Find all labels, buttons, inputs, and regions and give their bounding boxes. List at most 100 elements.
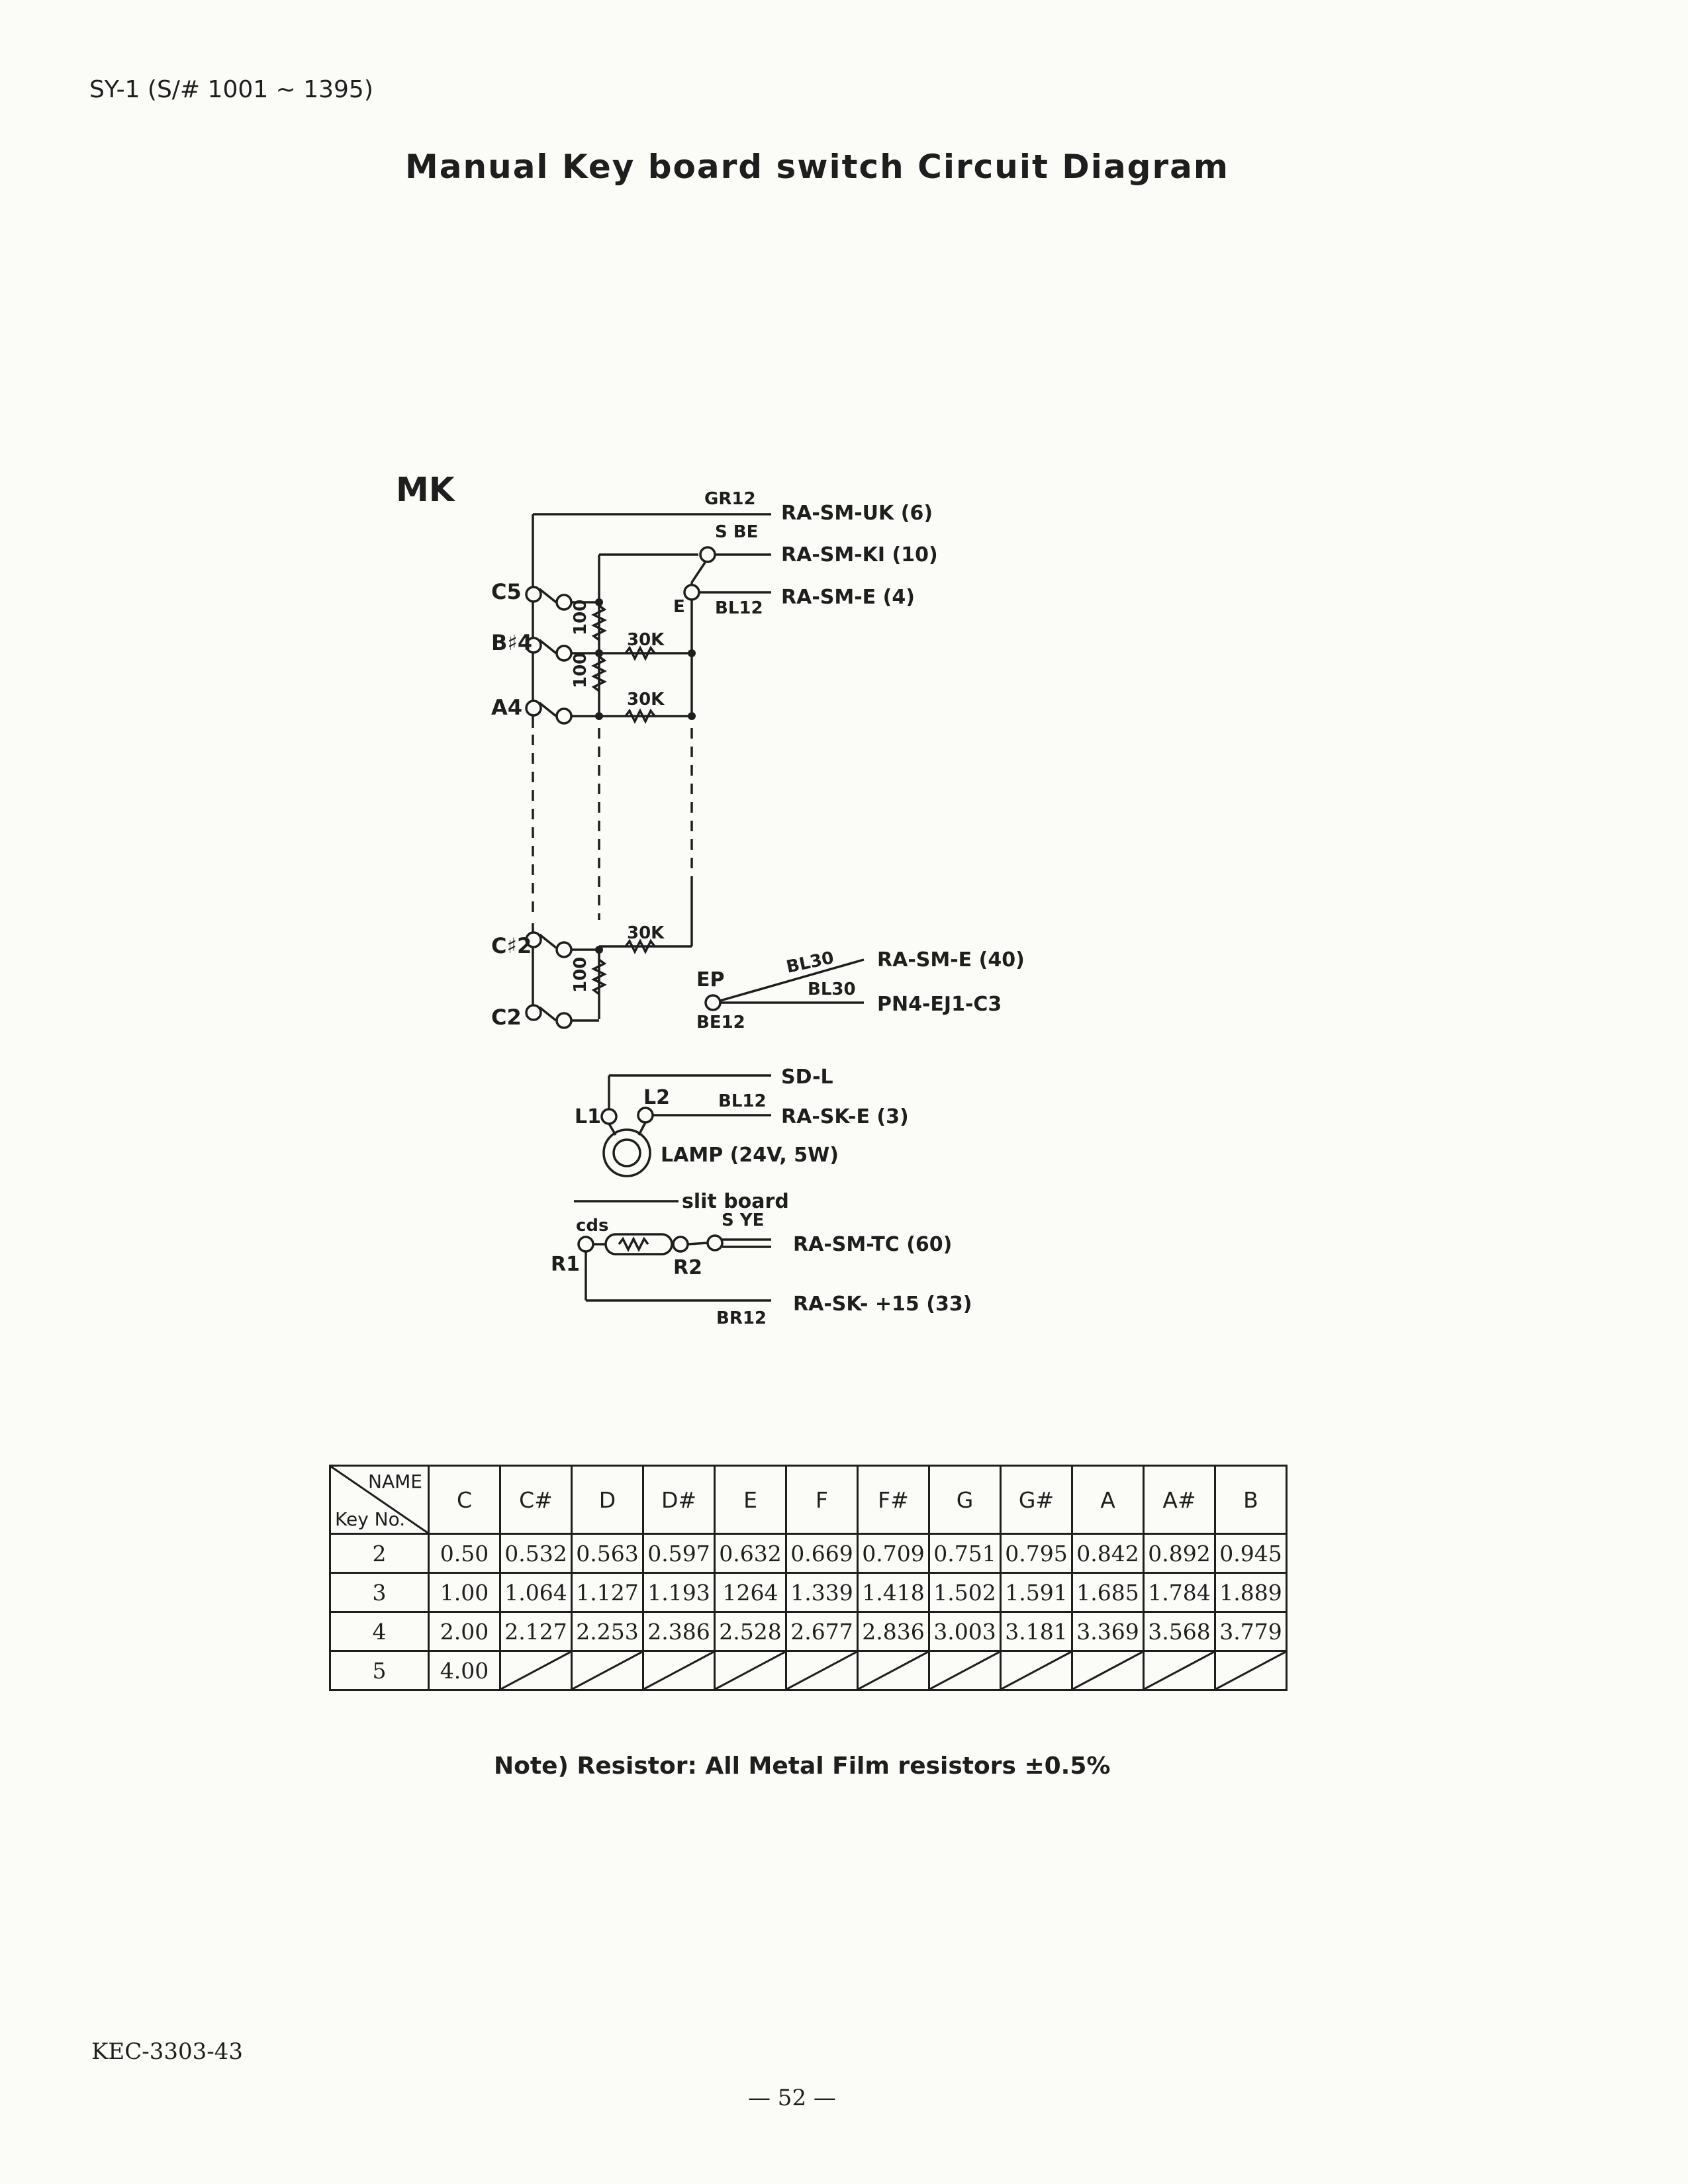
resistor-note: Note) Resistor: All Metal Film resistors… <box>494 1752 1110 1780</box>
key-number-cell: 3 <box>329 1572 430 1613</box>
slash-mark <box>1002 1652 1071 1689</box>
slash-mark <box>1216 1652 1286 1689</box>
bl30-wire-a <box>720 958 865 1002</box>
value-cell: 0.795 <box>1000 1533 1073 1574</box>
resistor-30k-1 <box>624 645 656 661</box>
empty-cell <box>928 1650 1002 1691</box>
slit-board-label: slit board <box>682 1190 789 1213</box>
empty-cell <box>642 1650 716 1691</box>
value-cell: 1.339 <box>785 1572 859 1613</box>
value-cell: 3.779 <box>1214 1611 1288 1652</box>
resistor-30k-label-2: 30K <box>627 690 665 709</box>
resistor-100-label-2: 100 <box>571 653 590 688</box>
e-label: E <box>673 597 685 617</box>
c5-contact <box>525 586 542 603</box>
key-c2-label: C2 <box>491 1005 522 1030</box>
value-cell: 0.632 <box>714 1533 787 1574</box>
slash-mark <box>1145 1652 1214 1689</box>
slash-mark <box>787 1652 857 1689</box>
value-cell: 0.751 <box>928 1533 1002 1574</box>
c2-switch <box>538 1006 557 1022</box>
value-cell: 1.127 <box>571 1572 644 1613</box>
slash-mark <box>501 1652 571 1689</box>
resistor-100-2 <box>591 655 607 692</box>
r2-terminal <box>672 1236 689 1253</box>
sbe-label: S BE <box>715 522 758 542</box>
value-cell: 1.784 <box>1143 1572 1216 1613</box>
key-b4-label: B♯4 <box>491 630 532 655</box>
b4-node-right <box>688 649 696 657</box>
value-cell: 1.502 <box>928 1572 1002 1613</box>
a4-node <box>595 712 603 720</box>
key-number-cell: 4 <box>329 1611 430 1652</box>
e-terminal <box>683 584 700 601</box>
column-header: B <box>1214 1465 1288 1535</box>
slash-mark <box>859 1652 928 1689</box>
a4-contact-b <box>555 707 573 725</box>
column-header: G# <box>1000 1465 1073 1535</box>
empty-cell <box>1143 1650 1216 1691</box>
lamp-icon <box>602 1128 651 1177</box>
column-header: E <box>714 1465 787 1535</box>
value-cell: 2.253 <box>571 1611 644 1652</box>
cds-label: cds <box>576 1216 609 1236</box>
corner-diagonal <box>331 1467 428 1533</box>
value-cell: 0.842 <box>1071 1533 1145 1574</box>
resistor-30k-label-3: 30K <box>627 923 665 943</box>
lamp-label: LAMP (24V, 5W) <box>661 1144 839 1167</box>
value-cell: 1.193 <box>642 1572 716 1613</box>
l2-terminal <box>637 1107 654 1124</box>
b4-switch <box>538 639 557 655</box>
resistor-100-label-3: 100 <box>571 957 590 993</box>
mk-label: MK <box>396 471 456 509</box>
bl12-label: BL12 <box>715 598 763 618</box>
c5-switch <box>538 588 557 604</box>
cds-icon <box>604 1233 673 1255</box>
value-cell: 0.50 <box>428 1533 501 1574</box>
resistor-30k-label-1: 30K <box>627 630 665 650</box>
empty-cell <box>499 1650 573 1691</box>
b4-contact <box>525 637 542 654</box>
model-reference: SY-1 (S/# 1001 ~ 1395) <box>89 76 373 103</box>
value-cell: 0.892 <box>1143 1533 1216 1574</box>
pn4-label: PN4-EJ1-C3 <box>877 993 1002 1016</box>
lamp-bl12-label: BL12 <box>718 1091 767 1111</box>
value-cell: 4.00 <box>428 1650 501 1691</box>
b4-node <box>595 649 603 657</box>
value-cell: 1.889 <box>1214 1572 1288 1613</box>
value-cell: 0.709 <box>857 1533 930 1574</box>
ra-sm-tc60-label: RA-SM-TC (60) <box>793 1233 952 1256</box>
slash-mark <box>930 1652 1000 1689</box>
column-header: C <box>428 1465 501 1535</box>
empty-cell <box>1214 1650 1288 1691</box>
column-header: D# <box>642 1465 716 1535</box>
ep-label: EP <box>696 968 724 991</box>
ra-sm-e40-label: RA-SM-E (40) <box>877 948 1025 972</box>
column-header: F# <box>857 1465 930 1535</box>
key-c5-label: C5 <box>491 579 522 604</box>
ep-terminal <box>704 994 722 1011</box>
document-code: KEC-3303-43 <box>91 2038 244 2065</box>
sye-terminal <box>706 1234 724 1251</box>
ra-sm-ki-label: RA-SM-KI (10) <box>781 543 938 567</box>
c2s-contact <box>525 931 542 948</box>
value-cell: 3.369 <box>1071 1611 1145 1652</box>
a4-node-right <box>688 712 696 720</box>
column-header: F <box>785 1465 859 1535</box>
key-switch-blade <box>690 562 706 583</box>
table-corner-cell: NAME Key No. <box>329 1465 430 1535</box>
value-cell: 2.00 <box>428 1611 501 1652</box>
a4-switch <box>538 702 557 717</box>
ra-sm-e4-label: RA-SM-E (4) <box>781 586 915 609</box>
value-cell: 2.127 <box>499 1611 573 1652</box>
value-cell: 2.528 <box>714 1611 787 1652</box>
value-cell: 3.003 <box>928 1611 1002 1652</box>
value-cell: 3.568 <box>1143 1611 1216 1652</box>
sye-label: S YE <box>722 1210 764 1230</box>
value-cell: 1.591 <box>1000 1572 1073 1613</box>
sd-l-label: SD-L <box>781 1066 833 1089</box>
empty-cell <box>1071 1650 1145 1691</box>
